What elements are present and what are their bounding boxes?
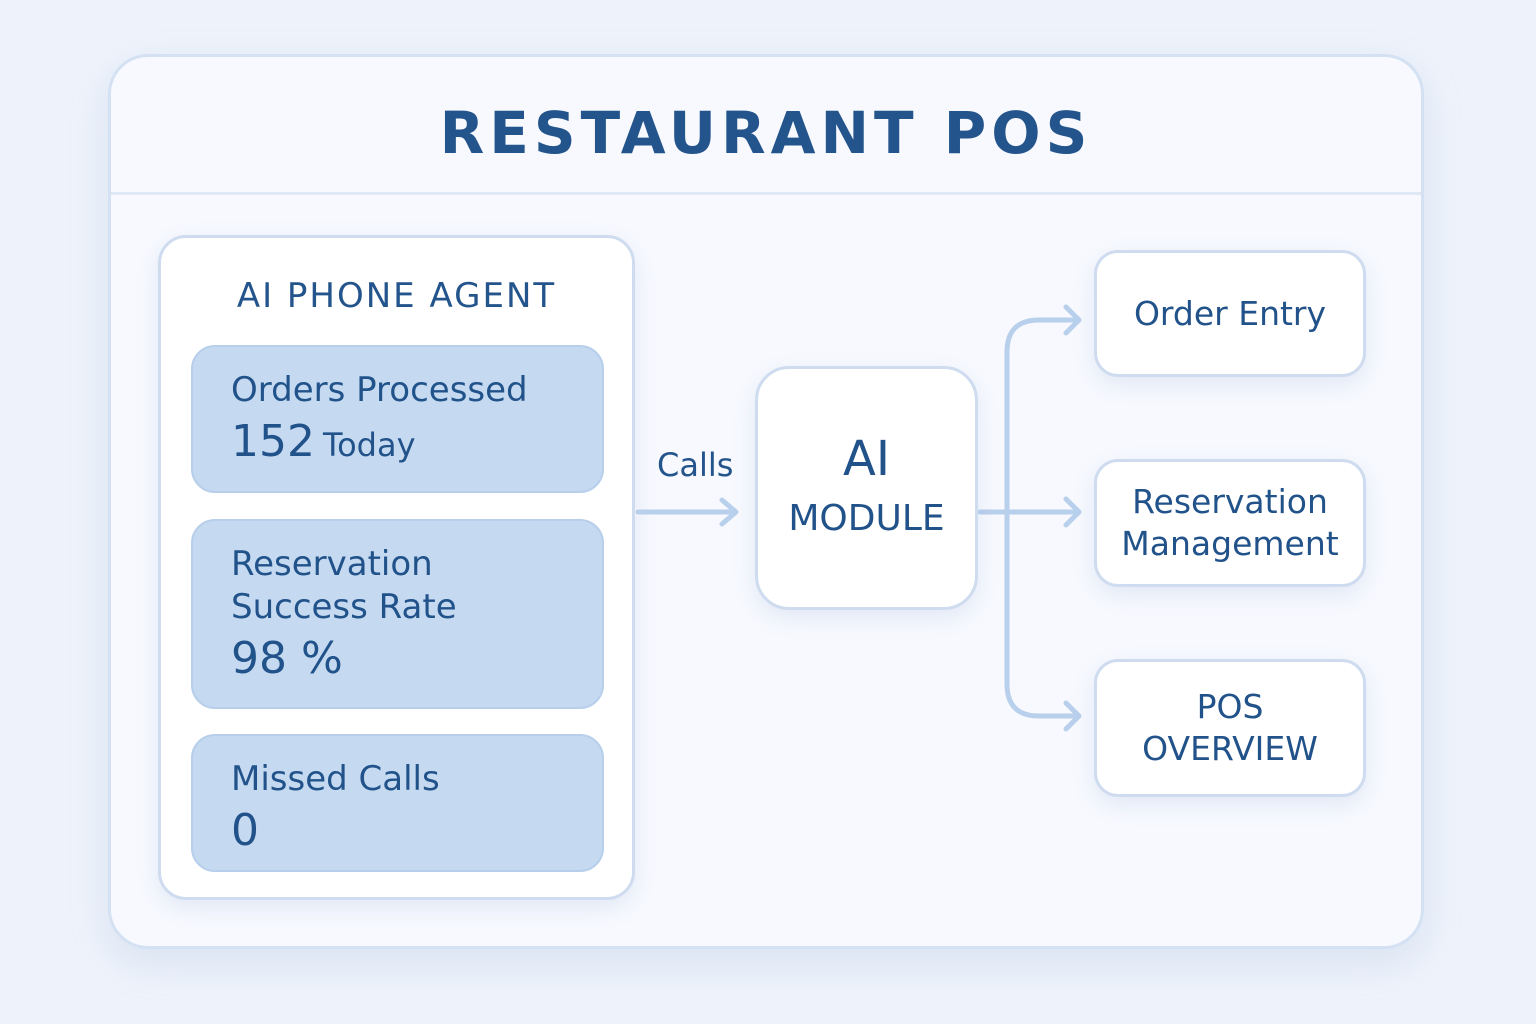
reservation-management-line1: Reservation xyxy=(1132,482,1328,521)
missed-calls-value: 0 xyxy=(231,805,259,856)
missed-calls-card[interactable]: Missed Calls 0 xyxy=(191,734,604,872)
orders-processed-label: Orders Processed xyxy=(231,370,528,410)
reservation-management-label: Reservation Management xyxy=(1121,481,1338,565)
order-entry-label: Order Entry xyxy=(1133,293,1327,333)
ai-phone-agent-title: AI PHONE AGENT xyxy=(236,276,557,316)
reservation-success-card[interactable]: Reservation Success Rate 98 % xyxy=(191,519,604,709)
reservation-management-box[interactable]: Reservation Management xyxy=(1094,459,1366,587)
ai-module-box[interactable]: AI MODULE xyxy=(755,366,978,610)
reservation-success-value: 98 % xyxy=(231,633,343,684)
ai-module-subtitle: MODULE xyxy=(788,498,945,539)
missed-calls-label: Missed Calls xyxy=(231,759,440,799)
header-divider xyxy=(111,192,1421,195)
reservation-success-label-line1: Reservation xyxy=(231,544,433,584)
pos-overview-line2: OVERVIEW xyxy=(1142,729,1318,768)
pos-overview-line1: POS xyxy=(1196,687,1264,726)
orders-processed-suffix: Today xyxy=(322,426,416,464)
missed-calls-value-row: 0 xyxy=(231,805,602,857)
calls-label: Calls xyxy=(657,446,734,484)
reservation-success-label-line2: Success Rate xyxy=(231,587,457,627)
order-entry-box[interactable]: Order Entry xyxy=(1094,250,1366,377)
reservation-success-value-row: 98 % xyxy=(231,633,602,685)
pos-overview-label: POS OVERVIEW xyxy=(1142,686,1318,770)
ai-module-title: AI xyxy=(843,431,890,487)
page-title: RESTAURANT POS xyxy=(439,99,1093,167)
reservation-management-line2: Management xyxy=(1121,524,1339,563)
pos-overview-box[interactable]: POS OVERVIEW xyxy=(1094,659,1366,797)
orders-processed-value: 152 xyxy=(231,416,315,467)
